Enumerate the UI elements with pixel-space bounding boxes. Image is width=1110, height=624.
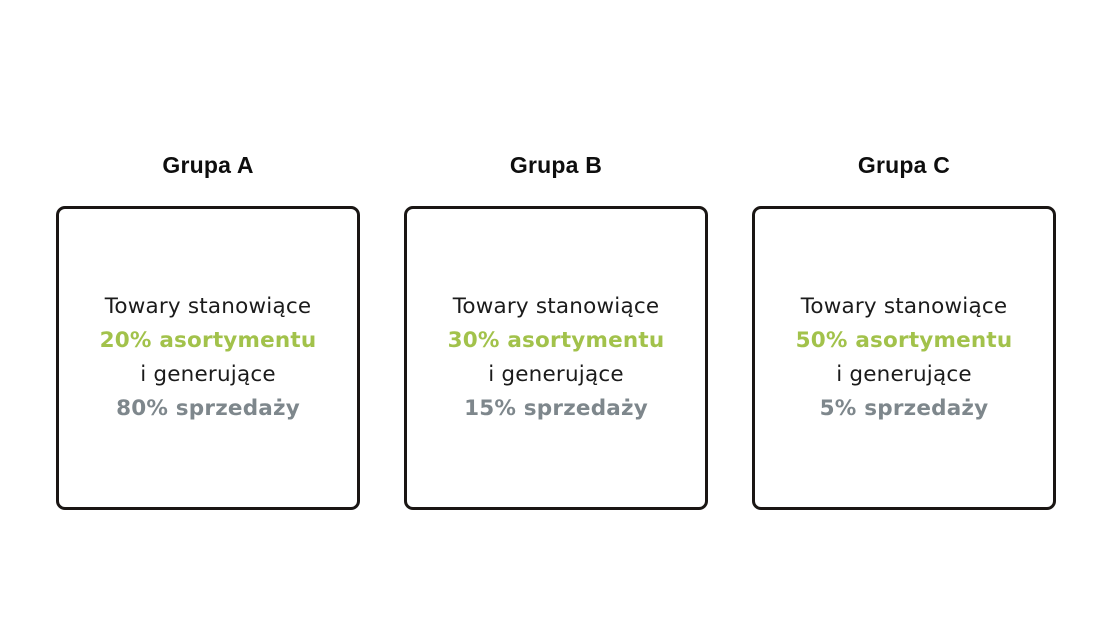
group-b-intro: Towary stanowiące [452, 294, 660, 319]
group-b-title: Grupa B [509, 152, 603, 178]
group-a-assortment-share: 20% asortymentu [99, 328, 317, 353]
group-a: Grupa A Towary stanowiące 20% asortyment… [56, 150, 360, 510]
group-b-sales-share: 15% sprzedaży [464, 396, 648, 421]
group-c-intro: Towary stanowiące [800, 294, 1008, 319]
group-a-connector: i generujące [140, 362, 276, 387]
group-b-box: Towary stanowiące 30% asortymentu i gene… [404, 206, 708, 510]
group-c-connector: i generujące [836, 362, 972, 387]
group-c-description: Towary stanowiące 50% asortymentu i gene… [796, 290, 1013, 426]
group-c-assortment-share: 50% asortymentu [795, 328, 1013, 353]
group-c-sales-share: 5% sprzedaży [819, 396, 989, 421]
group-c-box: Towary stanowiące 50% asortymentu i gene… [752, 206, 1056, 510]
group-a-description: Towary stanowiące 20% asortymentu i gene… [100, 290, 317, 426]
group-a-intro: Towary stanowiące [104, 294, 312, 319]
group-b-description: Towary stanowiące 30% asortymentu i gene… [448, 290, 665, 426]
group-b-connector: i generujące [488, 362, 624, 387]
group-a-sales-share: 80% sprzedaży [116, 396, 300, 421]
group-a-title: Grupa A [162, 152, 254, 178]
groups-row: Grupa A Towary stanowiące 20% asortyment… [56, 150, 1056, 510]
group-a-box: Towary stanowiące 20% asortymentu i gene… [56, 206, 360, 510]
group-c-title: Grupa C [857, 152, 951, 178]
group-b-assortment-share: 30% asortymentu [447, 328, 665, 353]
group-b: Grupa B Towary stanowiące 30% asortyment… [404, 150, 708, 510]
group-c: Grupa C Towary stanowiące 50% asortyment… [752, 150, 1056, 510]
